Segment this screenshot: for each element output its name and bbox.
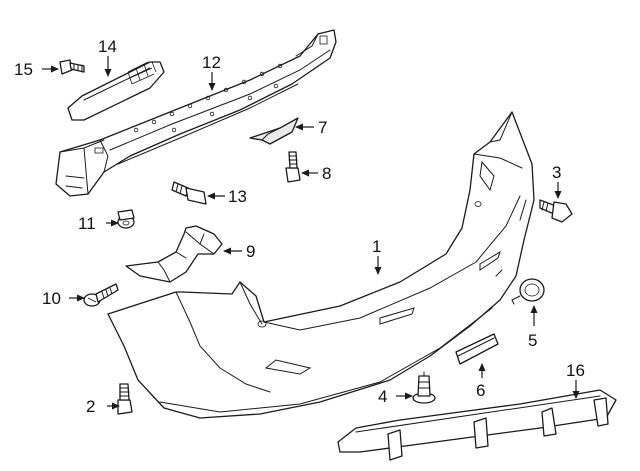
bolt-3 <box>539 199 573 223</box>
screw-15 <box>59 59 85 75</box>
lower-valance-16 <box>337 389 617 461</box>
bolt-2 <box>117 383 133 415</box>
callout-4: 4 <box>378 387 387 406</box>
callout-14: 14 <box>98 37 117 56</box>
grille-insert <box>67 61 165 121</box>
callout-5: 5 <box>528 331 537 350</box>
reflector-6 <box>455 333 499 365</box>
callout-3: 3 <box>552 163 561 182</box>
callout-9: 9 <box>246 242 255 261</box>
callout-8: 8 <box>322 164 331 183</box>
bolt-13 <box>171 181 207 205</box>
bumper-cover <box>107 111 535 419</box>
callout-7: 7 <box>318 118 327 137</box>
bracket-7 <box>249 117 299 145</box>
callout-1: 1 <box>372 237 381 256</box>
callout-11: 11 <box>78 214 96 233</box>
callout-10: 10 <box>42 289 61 308</box>
callout-13: 13 <box>228 187 247 206</box>
callout-labels: 1 2 3 4 5 6 7 8 9 10 11 12 13 14 15 16 <box>14 37 585 416</box>
reinforcement-beam <box>55 29 337 197</box>
bolt-8 <box>285 151 301 183</box>
callout-6: 6 <box>476 381 485 400</box>
screw-10 <box>83 283 119 307</box>
callout-15: 15 <box>14 60 33 79</box>
callout-12: 12 <box>202 53 221 72</box>
callout-2: 2 <box>86 397 95 416</box>
callout-leaders <box>42 56 580 410</box>
callout-16: 16 <box>566 361 585 380</box>
clip-11 <box>117 209 135 229</box>
side-bracket-9 <box>125 225 223 283</box>
push-clip-4 <box>412 371 436 404</box>
tow-hook-cap-5 <box>511 278 545 305</box>
